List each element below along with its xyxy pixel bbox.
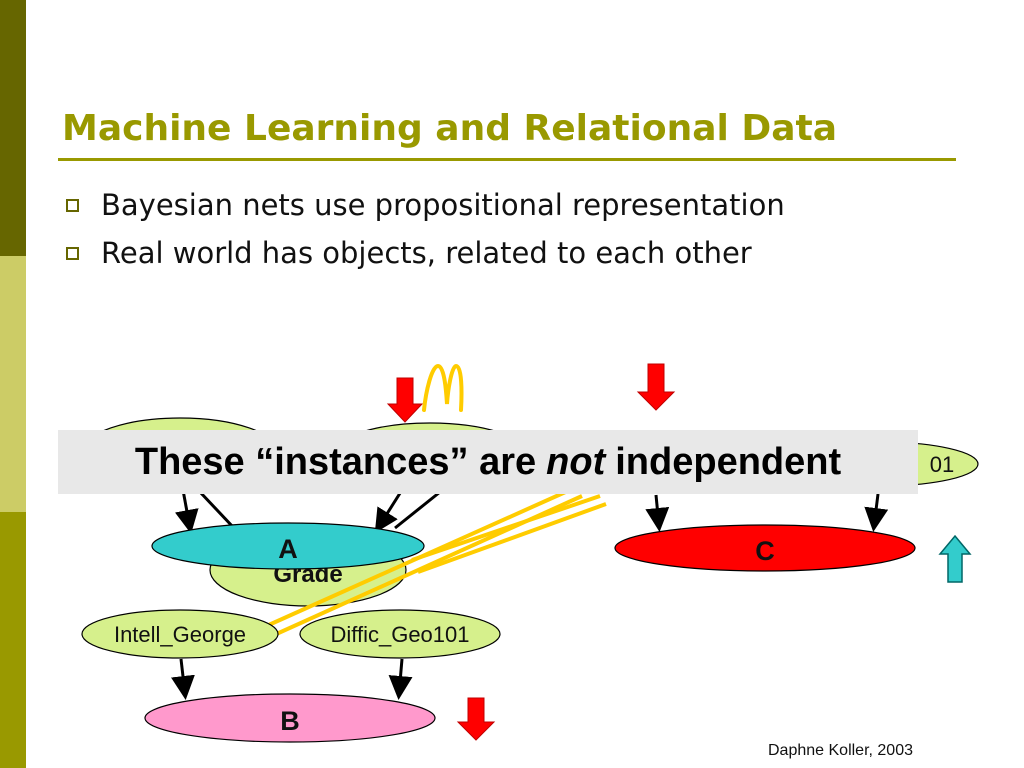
- node-diffic-geo101: [299, 609, 501, 659]
- node-c: [614, 524, 916, 572]
- edge-to-c-left: [645, 494, 670, 532]
- correlation-line-4: [417, 502, 607, 574]
- edge-diffic-geo101-to-b: [388, 658, 413, 700]
- node-a-label: A: [278, 534, 298, 564]
- red-down-arrow-icon: [386, 377, 424, 423]
- bullet-text: Real world has objects, related to each …: [101, 236, 752, 270]
- edge-top-middle-to-grade: [394, 490, 441, 530]
- yellow-squiggle-icon: [422, 363, 464, 412]
- slide-title: Machine Learning and Relational Data: [62, 108, 838, 149]
- correlation-line-3: [411, 494, 601, 562]
- banner-text-before: These “instances” are: [134, 440, 537, 483]
- red-down-arrow-icon: [456, 697, 496, 741]
- edge-to-c-right: [864, 493, 889, 532]
- sidebar-band-light: [0, 256, 26, 512]
- independence-banner: These “instances” are not independent: [58, 430, 918, 494]
- bullet-item-1: Bayesian nets use propositional represen…: [66, 188, 785, 222]
- red-down-arrow-icon: [636, 363, 676, 411]
- edge-top-left-to-a: [174, 489, 199, 534]
- title-underline: [58, 158, 956, 161]
- node-intell-george-label: Intell_George: [114, 622, 246, 647]
- edge-intell-george-to-b: [171, 658, 195, 700]
- node-a: [151, 522, 425, 570]
- sidebar-band-olive: [0, 512, 26, 768]
- node-c-label: C: [755, 536, 775, 566]
- banner-text-after: independent: [615, 440, 842, 483]
- sidebar-band-dark: [0, 0, 26, 256]
- edge-top-middle-to-a: [374, 489, 404, 534]
- bullet-square-icon: [66, 198, 79, 212]
- cyan-up-arrow-icon: [938, 534, 972, 583]
- bullet-text: Bayesian nets use propositional represen…: [101, 188, 785, 222]
- banner-emphasis: not: [546, 440, 606, 483]
- bullet-item-2: Real world has objects, related to each …: [66, 236, 752, 270]
- node-diffic-geo101-label: Diffic_Geo101: [330, 622, 469, 647]
- node-intell-george: [81, 609, 279, 659]
- node-b: [144, 693, 436, 743]
- node-b-label: B: [280, 706, 300, 736]
- author-credit: Daphne Koller, 2003: [768, 742, 913, 759]
- bullet-square-icon: [66, 246, 79, 260]
- node-top-right-label: 01: [930, 452, 954, 477]
